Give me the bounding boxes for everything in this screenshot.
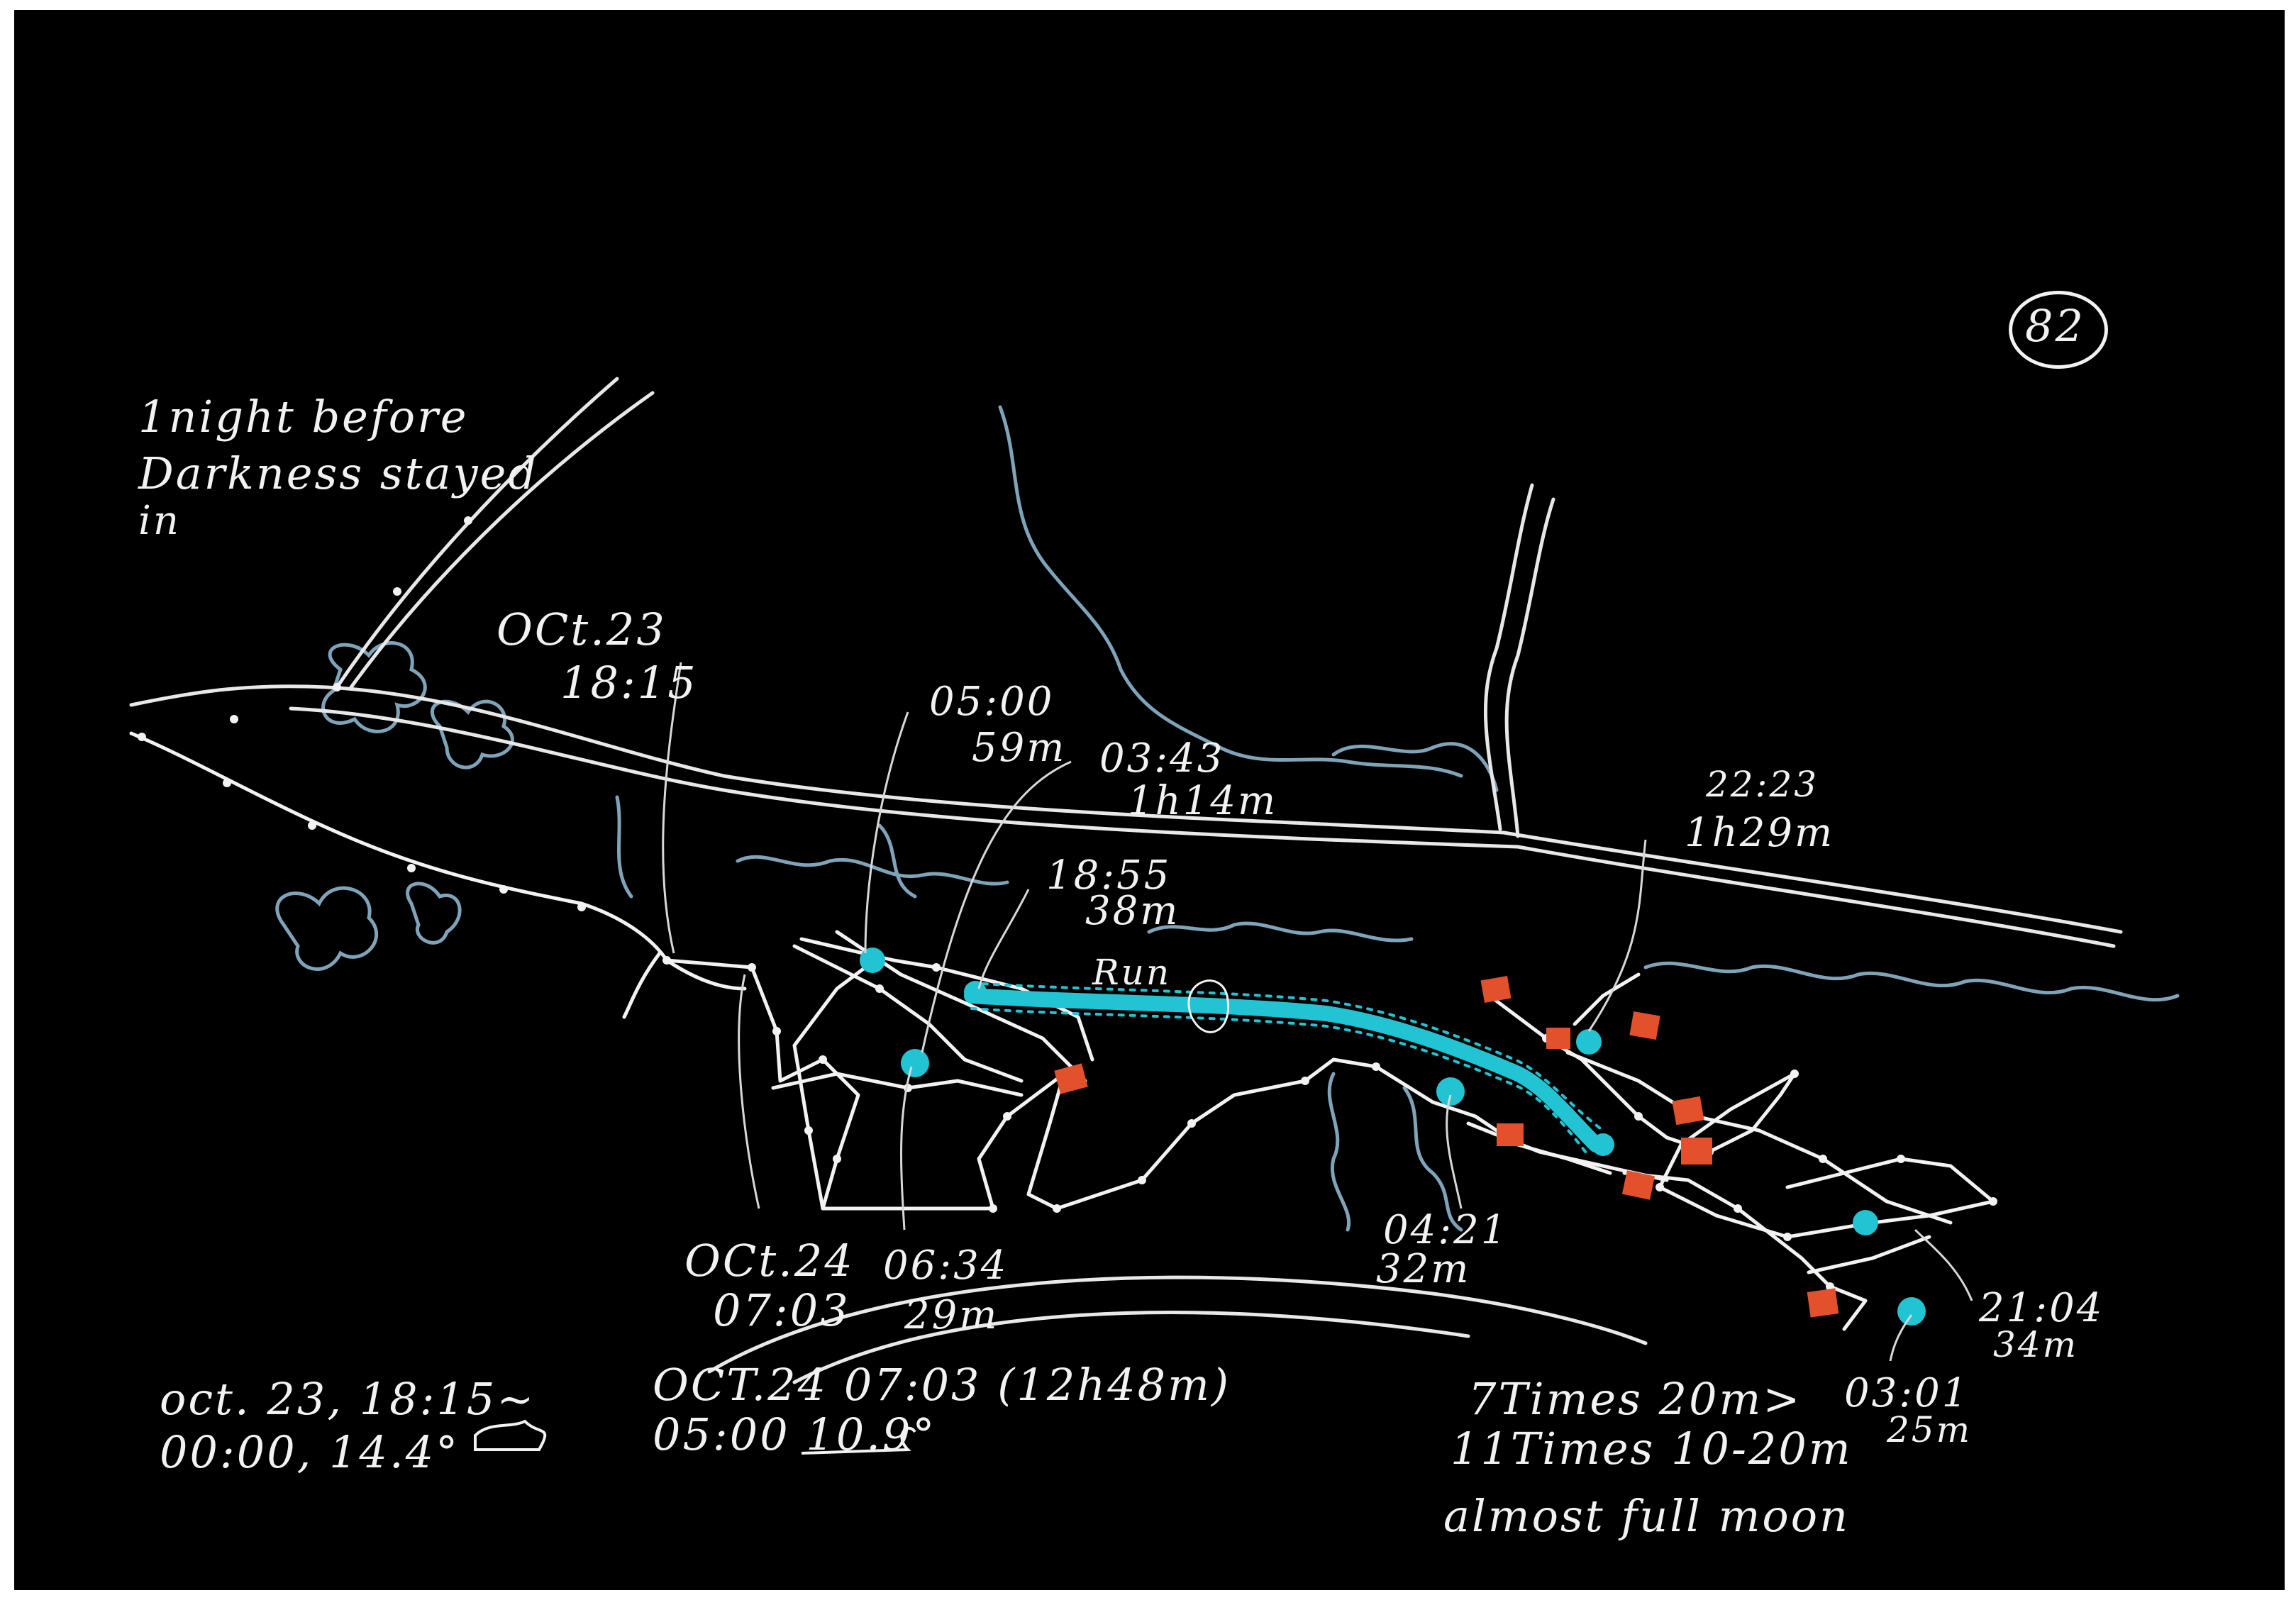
page-number-circle — [2009, 291, 2108, 369]
side-road-right — [349, 391, 655, 689]
note-line-2: Darkness stayed — [138, 448, 538, 499]
duration-label: 1h29m — [1685, 810, 1835, 856]
main-road-lower — [289, 706, 2116, 948]
rest-marker — [1436, 1077, 1465, 1106]
fence-line — [129, 731, 747, 991]
north-road-left — [1484, 483, 1534, 831]
duration-label: 29m — [904, 1292, 999, 1338]
map-drawing — [129, 377, 2180, 1455]
bush-edge — [1643, 961, 2180, 1002]
route-segment — [771, 1072, 1024, 1097]
time-label: 06:34 — [883, 1243, 1009, 1289]
start-time: 18:15 — [560, 657, 698, 709]
rest-marker — [1897, 1297, 1926, 1326]
route-segment — [1565, 1050, 1953, 1225]
rest-marker — [1807, 1288, 1839, 1318]
summary-middle-2: 05:00 10.9° — [653, 1409, 937, 1460]
summary-right-3: almost full moon — [1443, 1490, 1850, 1542]
start-date: OCt.23 — [497, 604, 667, 655]
rest-marker — [1672, 1096, 1704, 1126]
duration-label: 1h14m — [1128, 778, 1278, 824]
rest-marker — [1576, 1029, 1602, 1055]
south-arc-outer — [707, 1275, 1648, 1374]
bush-shape — [275, 886, 379, 971]
rest-marker — [1497, 1123, 1524, 1146]
time-label: 03:43 — [1099, 735, 1225, 782]
roads — [129, 377, 2123, 1384]
scribbles — [474, 1419, 916, 1455]
run-label: Run — [1092, 952, 1172, 993]
route-segment — [1622, 1171, 1868, 1331]
rest-marker — [964, 981, 987, 1004]
bush-cluster — [1402, 1086, 1463, 1232]
bush-cluster — [1327, 1072, 1351, 1232]
river-bank — [998, 405, 1463, 778]
duration-label: 32m — [1376, 1246, 1471, 1292]
summary-middle-1: OCT.24 07:03 (12h48m) — [653, 1359, 1231, 1411]
river-bank — [1331, 742, 1499, 792]
main-road-upper — [129, 684, 2123, 934]
rest-marker — [1681, 1138, 1712, 1165]
rest-marker — [1853, 1210, 1878, 1235]
duration-label: 59m — [972, 725, 1067, 771]
bush-shape — [321, 641, 427, 733]
summary-right-1: 7Times 20m> — [1468, 1373, 1802, 1425]
bush-shape — [406, 882, 462, 945]
run-path — [964, 982, 1604, 1157]
time-label: 22:23 — [1706, 764, 1819, 805]
rest-marker — [1629, 1011, 1660, 1040]
orange-rest-markers — [1054, 975, 1839, 1318]
rest-marker — [1054, 1063, 1088, 1094]
rest-marker — [1480, 975, 1512, 1004]
time-label: 03:01 — [1844, 1370, 1970, 1416]
note-line-3: in — [138, 498, 181, 544]
trail-markers — [138, 516, 1997, 1291]
summary-left-2: 00:00, 14.4° — [160, 1426, 460, 1478]
route-segment — [622, 951, 662, 1019]
route-segment — [665, 958, 1435, 1211]
time-label: 18:55 — [1046, 852, 1172, 899]
time-label: 05:00 — [929, 679, 1055, 725]
duration-label: 38m — [1085, 888, 1180, 934]
run-path-fringe — [970, 1007, 1590, 1157]
rest-marker — [1592, 1133, 1614, 1156]
cyan-rest-markers — [860, 948, 1926, 1326]
rest-marker — [1621, 1170, 1656, 1200]
label-leaders — [662, 662, 1973, 1362]
rest-marker — [860, 948, 885, 973]
run-path-fringe — [970, 982, 1604, 1132]
bush-edge — [1147, 921, 1414, 943]
time-label: 21:04 — [1979, 1285, 2104, 1331]
note-line-1: 1night before — [138, 391, 469, 443]
route-segment — [1487, 994, 1995, 1239]
rest-marker — [1546, 1028, 1570, 1049]
route-segment — [792, 965, 867, 1211]
rest-marker — [901, 1049, 929, 1077]
bush-edge — [615, 795, 633, 899]
bush-edge — [877, 823, 917, 899]
route-segment — [1573, 972, 1641, 1026]
run-loop — [1187, 979, 1229, 1033]
end-time: 07:03 — [713, 1284, 850, 1336]
bush-edge — [736, 855, 1009, 886]
summary-left-1: oct. 23, 18:15~ — [160, 1373, 536, 1425]
route-segment — [1807, 1235, 1931, 1274]
run-path-line — [964, 988, 1604, 1152]
vegetation-outlines — [275, 405, 2180, 1232]
end-date: OCt.24 — [684, 1235, 855, 1287]
south-arc-inner — [792, 1311, 1470, 1384]
summary-right-2: 11Times 10-20m — [1451, 1423, 1853, 1474]
page-number: 82 — [2025, 300, 2085, 352]
duration-label: 25m — [1887, 1409, 1973, 1450]
north-road-right — [1504, 497, 1555, 838]
duration-label: 34m — [1993, 1324, 2079, 1365]
time-label: 04:21 — [1383, 1207, 1509, 1253]
sketch-sheet: 82 1night before Darkness stayed in OCt.… — [14, 10, 2285, 1590]
side-road-left — [335, 377, 619, 689]
